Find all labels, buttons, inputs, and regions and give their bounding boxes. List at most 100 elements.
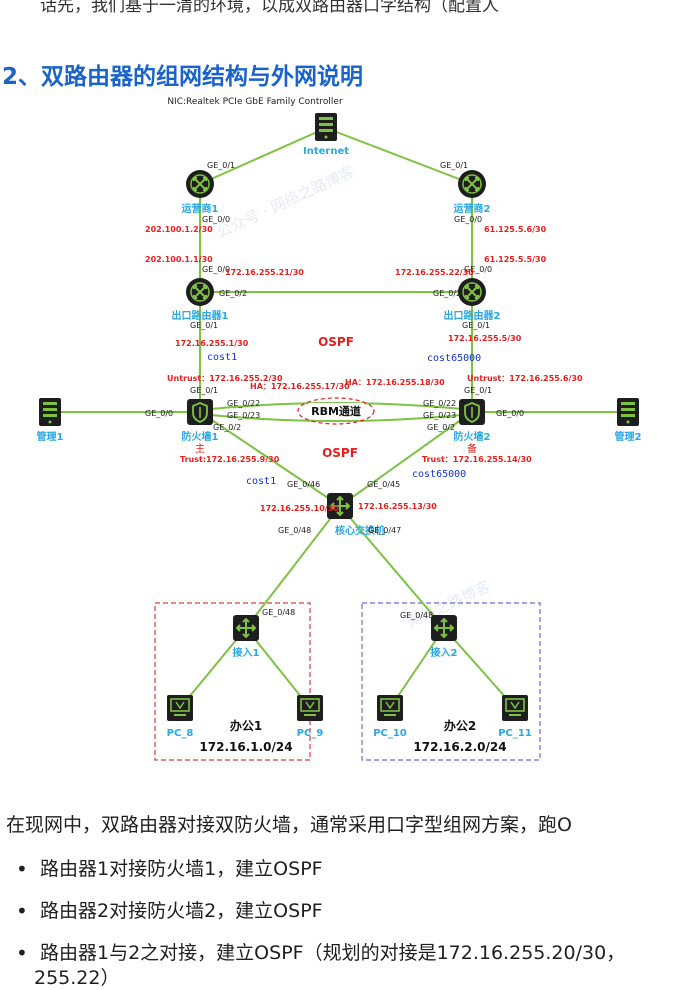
ip-r2-r1: 172.16.255.22/30 [395, 268, 474, 277]
r2-router-icon[interactable] [457, 277, 487, 307]
ip-isp2-lan: 61.125.5.6/30 [484, 225, 547, 234]
office1-label: 办公1 [230, 718, 262, 733]
acc2-label: 接入2 [431, 646, 458, 659]
pc8-icon[interactable] [166, 694, 194, 722]
port-r1-up: GE_0/0 [202, 265, 230, 274]
network-topology-diagram: 公众号 · 网络之路博客 网络之路博客 RBM通道 [10, 88, 675, 768]
isp2-router-icon[interactable] [457, 169, 487, 199]
link-ha-lower [199, 413, 473, 422]
port-r2-up: GE_0/0 [464, 265, 492, 274]
office2-zone [361, 602, 541, 761]
ip-fw2-untrust: Untrust：172.16.255.6/30 [467, 374, 583, 383]
isp1-label: 运营商1 [182, 202, 219, 215]
ip-fw1-trust: Trust:172.16.255.9/30 [180, 455, 280, 464]
pc8-label: PC_8 [167, 728, 194, 739]
link-acc2-pc11 [443, 627, 516, 709]
office2-label: 办公2 [444, 718, 476, 733]
r1-label: 出口路由器1 [172, 309, 229, 322]
acc1-label: 接入1 [233, 646, 260, 659]
internet-icon[interactable] [315, 113, 337, 141]
links [50, 127, 628, 709]
ip-fw2-ha: HA：172.16.255.18/30 [345, 378, 445, 387]
port-core-acc1: GE_0/48 [278, 526, 311, 535]
watermark-text: 公众号 · 网络之路博客 [214, 162, 357, 241]
link-internet-isp1 [199, 127, 327, 185]
mgmt1-server-icon[interactable] [39, 398, 61, 426]
link-fw1-core [199, 411, 341, 507]
cost-r2-fw2: cost65000 [427, 353, 481, 364]
port-fw2-down: GE_0/2 [427, 423, 455, 432]
port-fw1-up: GE_0/1 [190, 386, 218, 395]
pc11-icon[interactable] [501, 694, 529, 722]
port-fw2-ha1: GE_0/22 [423, 399, 456, 408]
ip-fw1-untrust: Untrust：172.16.255.2/30 [167, 374, 283, 383]
ip-core-fw2: 172.16.255.13/30 [358, 502, 437, 511]
bullet-item: 路由器1对接防火墙1，建立OSPF [14, 848, 625, 890]
cost-r1-fw1: cost1 [207, 352, 237, 363]
port-fw1-down: GE_0/2 [213, 423, 241, 432]
ip-r1-r2: 172.16.255.21/30 [225, 268, 304, 277]
bullet-tail: 255.22） [34, 967, 120, 989]
ip-core-fw1: 172.16.255.10/30 [260, 504, 339, 513]
rbm-label-bg [308, 403, 364, 419]
link-fw2-core [339, 411, 473, 507]
port-r1-side: GE_0/2 [219, 289, 247, 298]
link-acc2-pc10 [389, 627, 445, 709]
fw2-role: 备 [467, 442, 477, 455]
fw1-firewall-icon[interactable] [186, 398, 214, 426]
port-fw1-ha1: GE_0/22 [227, 399, 260, 408]
port-fw2-up: GE_0/1 [464, 386, 492, 395]
cost-fw2-core: cost65000 [412, 469, 466, 480]
office1-subnet: 172.16.1.0/24 [199, 740, 292, 754]
r2-label: 出口路由器2 [444, 309, 501, 322]
isp2-label: 运营商2 [454, 202, 491, 215]
fw2-label: 防火墙2 [454, 430, 491, 443]
mgmt2-label: 管理2 [615, 430, 642, 443]
rbm-ellipse [297, 397, 375, 425]
acc2-switch-icon[interactable] [430, 614, 458, 642]
link-core-acc2 [339, 505, 445, 629]
port-r2-down: GE_0/1 [462, 321, 490, 330]
port-r2-side: GE_0/2 [433, 289, 461, 298]
internet-label: Internet [303, 146, 349, 157]
r1-router-icon[interactable] [185, 277, 215, 307]
section-title: 2、双路由器的组网结构与外网说明 [2, 64, 364, 90]
body-paragraph: 在现网中，双路由器对接双防火墙，通常采用口字型组网方案，跑O [6, 814, 572, 836]
port-fw2-mgmt: GE_0/0 [496, 409, 524, 418]
port-fw2-ha2: GE_0/23 [423, 411, 456, 420]
link-internet-isp2 [325, 127, 473, 185]
port-fw1-mgmt: GE_0/0 [145, 409, 173, 418]
intro-fragment: 话先，我们基于一清的环境，以成双路由器口字结构（配置人 [40, 0, 499, 16]
mgmt1-label: 管理1 [37, 430, 64, 443]
port-core-acc2: GE_0/47 [368, 526, 401, 535]
ip-r1-fw: 172.16.255.1/30 [175, 339, 249, 348]
port-fw1-ha2: GE_0/23 [227, 411, 260, 420]
ip-r2-fw: 172.16.255.5/30 [448, 334, 522, 343]
cost-fw1-core: cost1 [246, 476, 276, 487]
port-r1-down: GE_0/1 [190, 321, 218, 330]
fw1-label: 防火墙1 [182, 430, 219, 443]
bullet-item: 路由器1与2之对接，建立OSPF（规划的对接是172.16.255.20/30， [14, 932, 625, 974]
rbm-label: RBM通道 [311, 404, 361, 418]
core-label: 核心交换机 [335, 524, 385, 537]
pc10-label: PC_10 [373, 728, 407, 739]
mgmt2-server-icon[interactable] [617, 398, 639, 426]
port-acc1-up: GE_0/48 [262, 608, 295, 617]
link-acc1-pc9 [245, 627, 311, 709]
ospf-label-lower: OSPF [322, 446, 358, 460]
port-isp1-up: GE_0/1 [207, 161, 235, 170]
port-isp1-down: GE_0/0 [202, 215, 230, 224]
acc1-switch-icon[interactable] [232, 614, 260, 642]
isp1-router-icon[interactable] [185, 169, 215, 199]
ip-fw2-trust: Trust：172.16.255.14/30 [422, 455, 532, 464]
ip-fw1-ha: HA：172.16.255.17/30 [250, 382, 350, 391]
fw1-role: 主 [195, 443, 205, 455]
bullet-item: 路由器2对接防火墙2，建立OSPF [14, 890, 625, 932]
ip-isp1-lan: 202.100.1.2/30 [145, 225, 213, 234]
pc9-icon[interactable] [296, 694, 324, 722]
ip-r2-wan: 61.125.5.5/30 [484, 255, 547, 264]
fw2-firewall-icon[interactable] [458, 398, 486, 426]
port-core-fw1: GE_0/46 [287, 480, 320, 489]
pc10-icon[interactable] [376, 694, 404, 722]
office2-subnet: 172.16.2.0/24 [413, 740, 506, 754]
